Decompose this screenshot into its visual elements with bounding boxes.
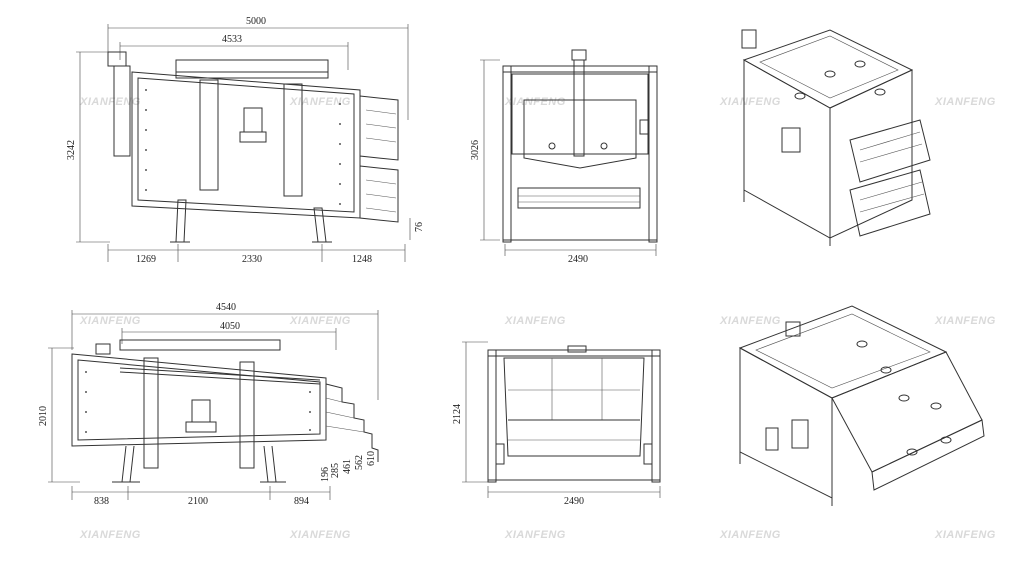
screen-body-side	[107, 51, 399, 243]
watermark-5: XIANFENG	[934, 96, 996, 108]
dim-b-step-1: 196	[320, 467, 331, 482]
dim-b-step-5: 610	[366, 451, 377, 466]
watermark-11: XIANFENG	[79, 529, 141, 541]
watermark-6: XIANFENG	[79, 315, 141, 327]
dim-mid-span: 2330	[242, 254, 262, 265]
dim-b-right-span: 894	[294, 496, 309, 507]
dim-end-height: 3026	[470, 140, 481, 160]
dim-b-step-3: 461	[342, 459, 353, 474]
side-view-top-dimensions	[76, 24, 411, 262]
watermark-3: XIANFENG	[504, 96, 566, 108]
dim-small-offset: 76	[414, 222, 425, 232]
watermark-14: XIANFENG	[719, 529, 781, 541]
watermark-layer: XIANFENG XIANFENG XIANFENG XIANFENG XIAN…	[79, 96, 996, 541]
dim-b-step-2: 285	[330, 463, 341, 478]
watermark-10: XIANFENG	[934, 315, 996, 327]
isometric-machine-top	[741, 29, 931, 246]
watermark-4: XIANFENG	[719, 96, 781, 108]
end-view-top-dimensions	[480, 59, 657, 256]
end-view-top: 3026 2490	[470, 49, 658, 265]
dim-b-frame-length: 4050	[220, 321, 240, 332]
watermark-9: XIANFENG	[719, 315, 781, 327]
side-view-bottom-dimensions	[48, 310, 379, 500]
isometric-machine-bottom	[738, 305, 985, 506]
dim-b-end-height: 2124	[452, 404, 463, 424]
watermark-12: XIANFENG	[289, 529, 351, 541]
dim-end-width: 2490	[568, 254, 588, 265]
end-view-bottom-dimensions	[462, 341, 661, 498]
dim-b-mid-span: 2100	[188, 496, 208, 507]
isometric-view-top	[741, 29, 931, 246]
dim-height: 3242	[66, 140, 77, 160]
watermark-1: XIANFENG	[79, 96, 141, 108]
dim-b-left-span: 838	[94, 496, 109, 507]
dim-b-step-4: 562	[354, 455, 365, 470]
side-view-top: 5000 4533 3242 1269 2330 1248 76	[66, 16, 425, 265]
watermark-7: XIANFENG	[289, 315, 351, 327]
isometric-view-bottom	[738, 305, 985, 506]
end-view-bottom: 2124 2490	[452, 341, 661, 507]
dim-b-end-width: 2490	[564, 496, 584, 507]
dim-b-height: 2010	[38, 406, 49, 426]
watermark-8: XIANFENG	[504, 315, 566, 327]
dim-overall-length: 5000	[246, 16, 266, 27]
screen-body-end-bottom	[487, 345, 661, 483]
dim-b-overall-length: 4540	[216, 302, 236, 313]
dim-right-span: 1248	[352, 254, 372, 265]
watermark-2: XIANFENG	[289, 96, 351, 108]
screen-body-end	[502, 49, 658, 243]
watermark-13: XIANFENG	[504, 529, 566, 541]
side-view-bottom: 4540 4050 2010 838 2100 894 196 285 461 …	[38, 302, 379, 507]
screen-body-side-bottom	[71, 339, 379, 483]
watermark-15: XIANFENG	[934, 529, 996, 541]
dim-frame-length: 4533	[222, 34, 242, 45]
dim-left-span: 1269	[136, 254, 156, 265]
